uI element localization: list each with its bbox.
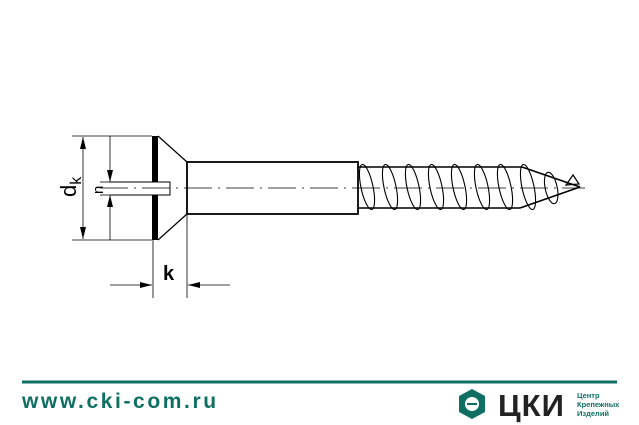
- slot: [110, 181, 171, 196]
- thread-turn: [404, 163, 422, 211]
- label-n: n: [90, 186, 107, 194]
- thread-turn: [381, 163, 399, 211]
- thread-turn: [543, 171, 559, 205]
- brand-tagline: Центр Крепежных Изделий: [577, 391, 619, 418]
- brand-name: ЦКИ: [498, 388, 565, 423]
- point-mark: [564, 173, 581, 186]
- thread-turn: [358, 163, 376, 211]
- head-face-bottom: [152, 195, 158, 240]
- thread-turn: [496, 163, 514, 211]
- tagline-line: Изделий: [577, 409, 610, 418]
- label-k: k: [163, 263, 175, 285]
- head-face-top: [152, 136, 158, 182]
- thread-turn: [450, 163, 468, 211]
- shank: [186, 161, 359, 215]
- thread-turn: [427, 163, 445, 211]
- website-url[interactable]: www.cki-com.ru: [22, 390, 219, 413]
- threads: [358, 163, 559, 211]
- logo-icon: [459, 389, 485, 419]
- label-dk: dk: [56, 176, 85, 197]
- tagline-line: Центр: [577, 391, 600, 400]
- thread-turn: [473, 163, 491, 211]
- thread-turn: [519, 163, 537, 211]
- tagline-line: Крепежных: [577, 400, 620, 409]
